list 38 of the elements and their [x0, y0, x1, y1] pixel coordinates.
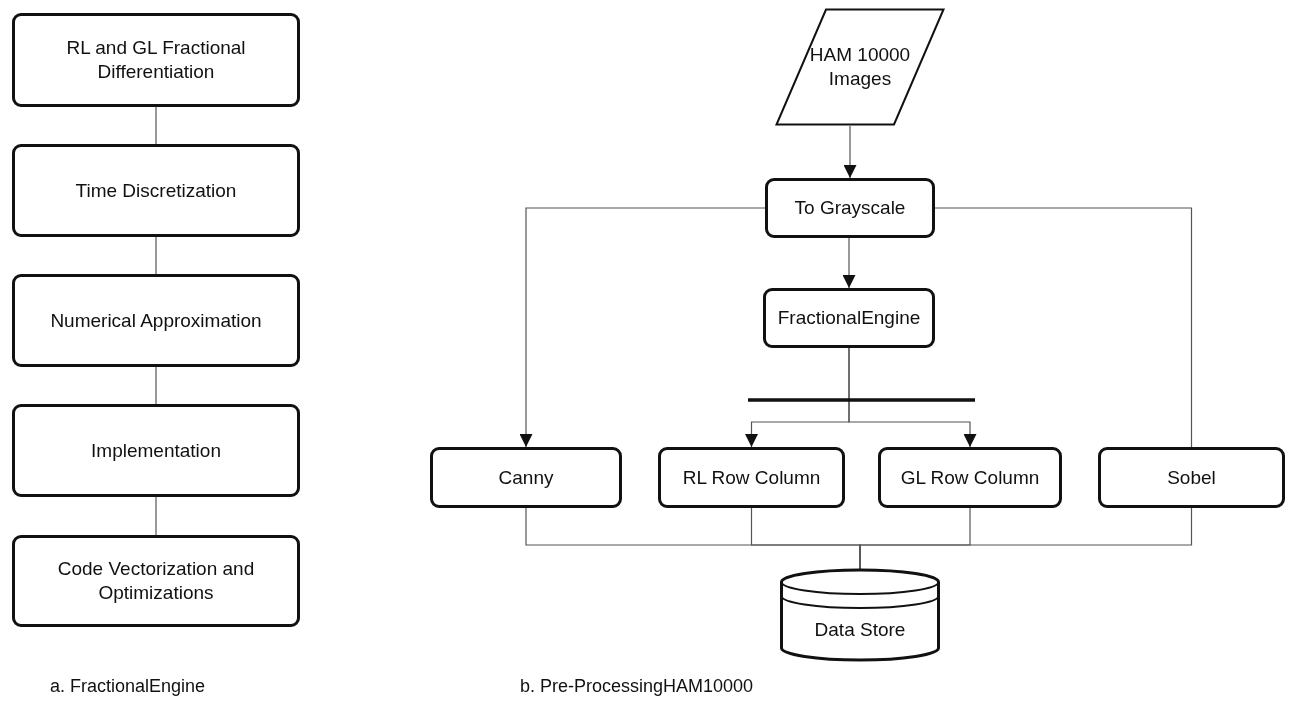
node-label: FractionalEngine	[776, 306, 922, 330]
process-box	[765, 178, 935, 238]
node-label: RL Row Column	[681, 465, 822, 490]
node-label: Implementation	[90, 438, 222, 463]
node-label: Sobel	[1166, 465, 1217, 490]
process-box	[12, 274, 300, 367]
node-label: Code Vectorization and Optimizations	[56, 557, 256, 605]
process-box	[430, 447, 622, 508]
process-box	[763, 288, 935, 348]
node-label: GL Row Column	[899, 465, 1041, 490]
connector	[848, 347, 977, 448]
figure-caption: a. FractionalEngine	[50, 676, 206, 697]
connector	[155, 496, 157, 536]
process-box	[12, 144, 300, 237]
process-box	[12, 13, 300, 107]
process-box	[1098, 447, 1285, 508]
node-label: Data Store	[813, 618, 907, 642]
connector	[155, 106, 157, 145]
connector	[934, 207, 1193, 448]
process-box	[878, 447, 1062, 508]
node-label: Numerical Approximation	[49, 308, 263, 333]
connector	[155, 366, 157, 405]
node-label: Time Discretization	[74, 178, 238, 203]
process-box	[658, 447, 845, 508]
connector	[859, 507, 1193, 571]
connector	[519, 207, 766, 448]
connector	[155, 236, 157, 275]
connector	[842, 237, 856, 289]
process-box	[12, 535, 300, 627]
node-label: Canny	[497, 465, 555, 490]
data-store-cylinder	[780, 570, 940, 660]
input-parallelogram	[775, 8, 945, 126]
connector	[843, 125, 857, 179]
node-label: To Grayscale	[793, 196, 907, 220]
node-label: HAM 10000 Images	[808, 43, 912, 91]
figure-caption: b. Pre-ProcessingHAM10000	[520, 676, 754, 697]
process-box	[12, 404, 300, 497]
node-label: RL and GL Fractional Differentiation	[65, 36, 247, 84]
